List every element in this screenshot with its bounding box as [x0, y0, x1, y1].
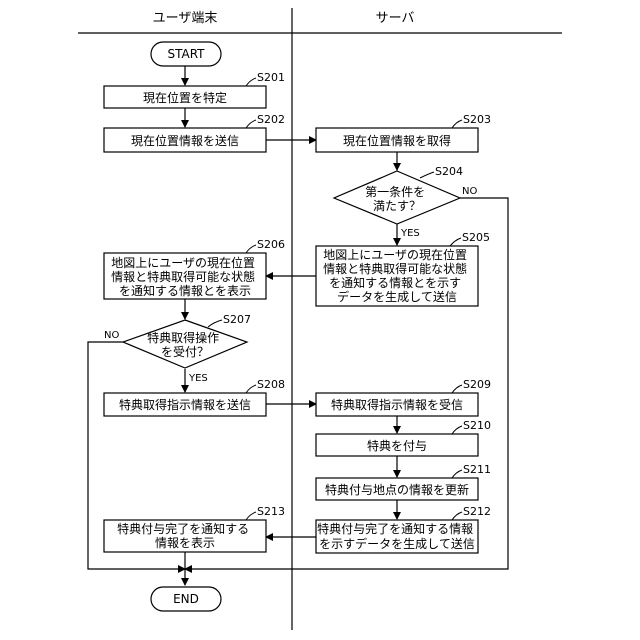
branch-label-s204-yes: YES — [400, 228, 420, 239]
step-text-s209: 特典取得指示情報を受信 — [331, 397, 463, 412]
step-box-s212: 特典付与完了を通知する情報 を示すデータを生成して送信 — [316, 520, 478, 553]
step-text-s202: 現在位置情報を送信 — [131, 133, 239, 148]
step-label-s213: S213 — [257, 505, 285, 518]
branch-label-s207-yes: YES — [188, 373, 208, 384]
step-label-s206: S206 — [257, 238, 285, 251]
step-label-s207: S207 — [223, 313, 251, 326]
leader-s209 — [452, 385, 462, 393]
end-label: END — [173, 592, 199, 606]
step-box-s201: 現在位置を特定 — [104, 86, 266, 108]
branch-label-s204-no: NO — [462, 186, 477, 197]
step-label-s204: S204 — [435, 165, 463, 178]
leader-s206 — [246, 245, 256, 253]
leader-s213 — [246, 512, 256, 520]
leader-s203 — [452, 120, 462, 128]
leader-s208 — [246, 385, 256, 393]
end-terminal: END — [151, 587, 221, 611]
step-label-s202: S202 — [257, 113, 285, 126]
leader-s212 — [452, 512, 462, 520]
step-text-s211: 特典付与地点の情報を更新 — [325, 482, 469, 497]
leader-s211 — [452, 470, 462, 478]
leader-s207 — [208, 320, 222, 327]
step-box-s208: 特典取得指示情報を送信 — [104, 393, 266, 416]
decision-s204: 第一条件を 満たす？ — [334, 171, 460, 224]
lane-title-user-terminal: ユーザ端末 — [153, 11, 218, 26]
step-label-s201: S201 — [257, 71, 285, 84]
step-text-s206: 地図上にユーザの現在位置 情報と特典取得可能な状態 を通知する情報とを表示 — [111, 255, 259, 298]
branch-label-s207-no: NO — [104, 330, 119, 341]
decision-s207: 特典取得操作 を受付？ — [123, 320, 247, 368]
step-box-s206: 地図上にユーザの現在位置 情報と特典取得可能な状態 を通知する情報とを表示 — [104, 253, 266, 299]
step-box-s202: 現在位置情報を送信 — [104, 128, 266, 152]
decision-text-s204: 第一条件を 満たす？ — [365, 185, 429, 213]
leader-s202 — [246, 120, 256, 128]
step-text-s208: 特典取得指示情報を送信 — [119, 397, 251, 412]
step-label-s210: S210 — [463, 419, 491, 432]
step-label-s211: S211 — [463, 463, 491, 476]
leader-s204 — [420, 172, 434, 178]
step-text-s210: 特典を付与 — [367, 438, 427, 453]
step-label-s208: S208 — [257, 378, 285, 391]
step-label-s205: S205 — [462, 231, 490, 244]
step-label-s212: S212 — [463, 505, 491, 518]
start-label: START — [167, 47, 205, 61]
step-text-s203: 現在位置情報を取得 — [343, 133, 451, 148]
step-box-s211: 特典付与地点の情報を更新 — [316, 478, 478, 500]
step-text-s205: 地図上にユーザの現在位置 情報と特典取得可能な状態 を通知する情報とを示す デー… — [323, 247, 471, 304]
step-text-s201: 現在位置を特定 — [143, 90, 227, 105]
step-box-s209: 特典取得指示情報を受信 — [316, 393, 478, 416]
leader-s201 — [246, 78, 256, 86]
leader-s210 — [452, 426, 462, 434]
step-box-s210: 特典を付与 — [316, 434, 478, 456]
step-label-s203: S203 — [463, 113, 491, 126]
step-box-s213: 特典付与完了を通知する 情報を表示 — [104, 520, 266, 552]
leader-s205 — [450, 238, 461, 246]
start-terminal: START — [151, 42, 221, 66]
step-label-s209: S209 — [463, 378, 491, 391]
step-box-s203: 現在位置情報を取得 — [316, 128, 478, 152]
step-box-s205: 地図上にユーザの現在位置 情報と特典取得可能な状態 を通知する情報とを示す デー… — [316, 246, 478, 306]
lane-title-server: サーバ — [376, 11, 415, 26]
